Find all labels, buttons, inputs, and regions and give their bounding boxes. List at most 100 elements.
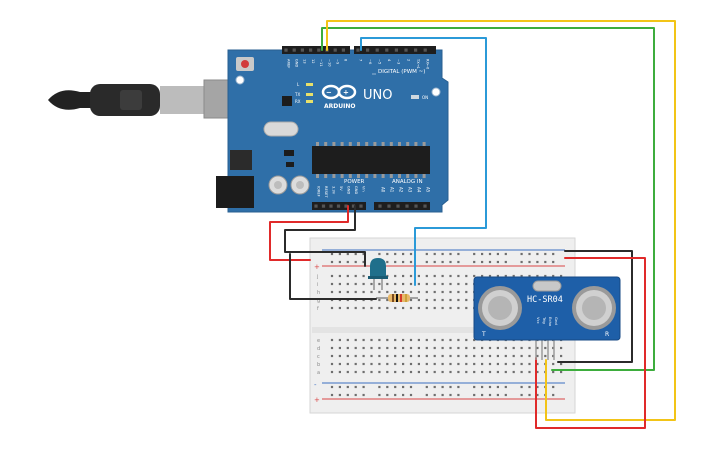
- breadboard-hole[interactable]: [362, 354, 365, 358]
- breadboard-hole[interactable]: [394, 252, 397, 256]
- breadboard-hole[interactable]: [488, 252, 492, 256]
- breadboard-hole[interactable]: [338, 252, 341, 256]
- breadboard-hole[interactable]: [457, 338, 460, 342]
- breadboard-hole[interactable]: [481, 393, 484, 397]
- breadboard-hole[interactable]: [409, 252, 413, 256]
- breadboard-hole[interactable]: [465, 298, 468, 302]
- breadboard-hole[interactable]: [378, 370, 381, 374]
- breadboard-hole[interactable]: [473, 274, 476, 278]
- header-pin-hole[interactable]: [423, 48, 427, 52]
- breadboard-hole[interactable]: [402, 393, 405, 397]
- breadboard-hole[interactable]: [449, 354, 452, 358]
- breadboard-hole[interactable]: [354, 346, 357, 350]
- breadboard-hole[interactable]: [552, 362, 555, 366]
- breadboard-hole[interactable]: [370, 346, 373, 350]
- breadboard-hole[interactable]: [536, 252, 539, 256]
- breadboard-hole[interactable]: [386, 306, 389, 310]
- breadboard-hole[interactable]: [378, 346, 381, 350]
- breadboard-hole[interactable]: [481, 274, 484, 278]
- breadboard-hole[interactable]: [346, 290, 349, 294]
- breadboard-hole[interactable]: [417, 338, 420, 342]
- breadboard-hole[interactable]: [441, 290, 444, 294]
- breadboard-hole[interactable]: [465, 306, 468, 310]
- breadboard-hole[interactable]: [528, 370, 531, 374]
- breadboard-hole[interactable]: [346, 362, 349, 366]
- breadboard-hole[interactable]: [354, 252, 357, 256]
- breadboard-hole[interactable]: [473, 252, 476, 256]
- breadboard-hole[interactable]: [433, 282, 436, 286]
- breadboard-hole[interactable]: [441, 298, 444, 302]
- breadboard-hole[interactable]: [338, 338, 341, 342]
- breadboard-hole[interactable]: [402, 252, 405, 256]
- breadboard-hole[interactable]: [346, 274, 349, 278]
- breadboard-hole[interactable]: [354, 370, 357, 374]
- breadboard-hole[interactable]: [536, 385, 539, 389]
- breadboard-hole[interactable]: [520, 362, 523, 366]
- breadboard-hole[interactable]: [338, 354, 341, 358]
- breadboard-hole[interactable]: [473, 385, 476, 389]
- breadboard-hole[interactable]: [338, 385, 341, 389]
- breadboard-hole[interactable]: [488, 385, 492, 389]
- breadboard-hole[interactable]: [330, 362, 334, 366]
- breadboard-hole[interactable]: [338, 274, 341, 278]
- breadboard-hole[interactable]: [504, 346, 507, 350]
- breadboard-hole[interactable]: [457, 306, 460, 310]
- analog-pin-hole[interactable]: [405, 204, 409, 208]
- breadboard-hole[interactable]: [425, 260, 428, 264]
- breadboard-hole[interactable]: [330, 252, 334, 256]
- breadboard-hole[interactable]: [394, 260, 397, 264]
- breadboard-hole[interactable]: [481, 370, 484, 374]
- breadboard-hole[interactable]: [378, 338, 381, 342]
- breadboard-hole[interactable]: [449, 346, 452, 350]
- breadboard-hole[interactable]: [496, 354, 499, 358]
- breadboard-hole[interactable]: [512, 362, 515, 366]
- breadboard-hole[interactable]: [409, 385, 413, 389]
- breadboard-hole[interactable]: [520, 370, 523, 374]
- breadboard-hole[interactable]: [425, 306, 428, 310]
- breadboard-hole[interactable]: [441, 370, 444, 374]
- power-pin-hole[interactable]: [344, 204, 348, 208]
- header-pin-hole[interactable]: [333, 48, 337, 52]
- breadboard-hole[interactable]: [346, 370, 349, 374]
- breadboard-hole[interactable]: [354, 354, 357, 358]
- breadboard-hole[interactable]: [433, 274, 436, 278]
- breadboard-hole[interactable]: [330, 385, 334, 389]
- breadboard-hole[interactable]: [496, 370, 499, 374]
- breadboard-hole[interactable]: [409, 346, 413, 350]
- breadboard-hole[interactable]: [402, 282, 405, 286]
- breadboard-hole[interactable]: [370, 282, 373, 286]
- breadboard-hole[interactable]: [504, 252, 507, 256]
- breadboard-hole[interactable]: [425, 338, 428, 342]
- breadboard-hole[interactable]: [465, 274, 468, 278]
- breadboard-hole[interactable]: [346, 260, 349, 264]
- breadboard-hole[interactable]: [394, 290, 397, 294]
- breadboard-hole[interactable]: [560, 274, 563, 278]
- header-pin-hole[interactable]: [404, 48, 408, 52]
- breadboard-hole[interactable]: [528, 252, 531, 256]
- breadboard-hole[interactable]: [386, 385, 389, 389]
- breadboard-hole[interactable]: [449, 306, 452, 310]
- breadboard-hole[interactable]: [417, 298, 420, 302]
- usb-cable[interactable]: [48, 79, 235, 119]
- breadboard-hole[interactable]: [465, 290, 468, 294]
- breadboard-hole[interactable]: [512, 370, 515, 374]
- breadboard-hole[interactable]: [488, 362, 492, 366]
- breadboard-hole[interactable]: [394, 346, 397, 350]
- breadboard-hole[interactable]: [473, 346, 476, 350]
- breadboard-hole[interactable]: [394, 282, 397, 286]
- breadboard-hole[interactable]: [362, 290, 365, 294]
- breadboard-hole[interactable]: [338, 393, 341, 397]
- breadboard-hole[interactable]: [441, 274, 444, 278]
- breadboard-hole[interactable]: [425, 362, 428, 366]
- breadboard-hole[interactable]: [496, 393, 499, 397]
- breadboard-hole[interactable]: [433, 252, 436, 256]
- breadboard-hole[interactable]: [441, 282, 444, 286]
- breadboard-hole[interactable]: [560, 346, 563, 350]
- breadboard-hole[interactable]: [481, 346, 484, 350]
- wire-gnd-led[interactable]: [284, 205, 366, 267]
- wire-5v[interactable]: [269, 205, 349, 261]
- breadboard-hole[interactable]: [473, 393, 476, 397]
- breadboard-hole[interactable]: [338, 282, 341, 286]
- breadboard-hole[interactable]: [504, 362, 507, 366]
